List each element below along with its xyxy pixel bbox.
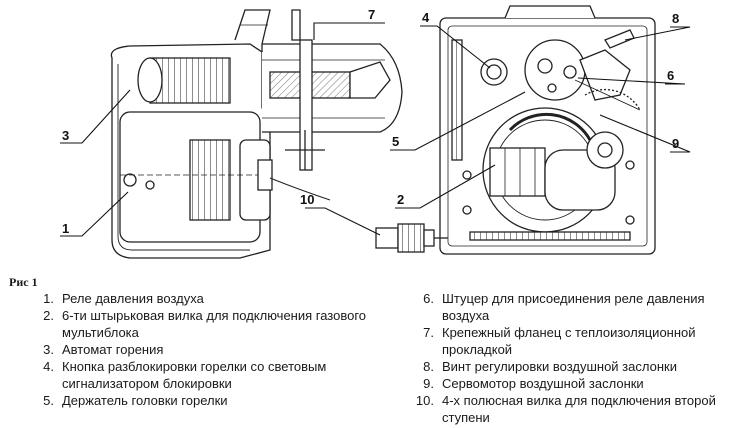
callout-6: 6 bbox=[667, 68, 674, 83]
legend-item: 6.Штуцер для присоединения реле давления… bbox=[423, 291, 705, 323]
legend-item: 2.6-ти штырьковая вилка для подключения … bbox=[43, 308, 367, 340]
legend-item: 7.Крепежный фланец с теплоизоляционной п… bbox=[423, 325, 696, 357]
callout-1: 1 bbox=[62, 221, 69, 236]
leader-lines bbox=[60, 22, 691, 237]
callout-9: 9 bbox=[672, 136, 679, 151]
callout-5: 5 bbox=[392, 134, 399, 149]
legend-item: 4.Кнопка разблокировки горелки со светов… bbox=[43, 359, 327, 391]
callout-10: 10 bbox=[300, 192, 314, 207]
four-pole-plug bbox=[375, 223, 448, 253]
burner-front-view bbox=[439, 5, 656, 255]
legend-item: 3.Автомат горения bbox=[43, 342, 164, 357]
legend-item: 1.Реле давления воздуха bbox=[43, 291, 204, 306]
legend-item: 9.Сервомотор воздушной заслонки bbox=[423, 376, 644, 391]
legend-right-column: 6.Штуцер для присоединения реле давления… bbox=[414, 290, 749, 426]
legend-item: 5.Держатель головки горелки bbox=[43, 393, 228, 408]
legend-item: 8.Винт регулировки воздушной заслонки bbox=[423, 359, 677, 374]
callout-7: 7 bbox=[368, 7, 375, 22]
burner-technical-drawing: 1 2 3 4 5 6 7 8 9 10 bbox=[60, 5, 691, 259]
callout-3: 3 bbox=[62, 128, 69, 143]
legend-item: 10.4-х полюсная вилка для подключения вт… bbox=[415, 393, 716, 425]
burner-side-view bbox=[110, 9, 403, 259]
callout-8: 8 bbox=[672, 11, 679, 26]
callout-4: 4 bbox=[422, 10, 430, 25]
callout-2: 2 bbox=[397, 192, 404, 207]
figure-caption: Рис 1 bbox=[9, 275, 38, 289]
legend-left-column: 1.Реле давления воздуха 2.6-ти штырькова… bbox=[34, 290, 384, 409]
